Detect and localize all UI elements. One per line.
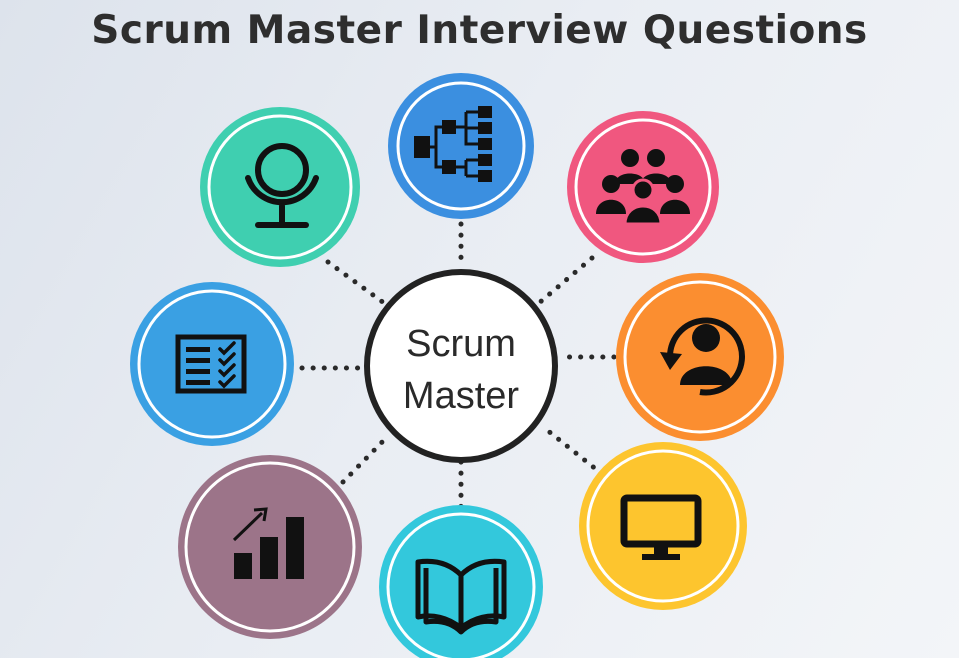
node-checklist (130, 282, 294, 446)
node-monitor (579, 442, 747, 610)
node-circle (388, 73, 534, 219)
connector-team (536, 255, 595, 306)
node-ring (184, 461, 356, 633)
node-team (567, 111, 719, 263)
node-microphone (200, 107, 360, 267)
node-ring (386, 512, 536, 658)
node-circle (200, 107, 360, 267)
center-circle (364, 269, 558, 463)
node-book (379, 505, 543, 658)
microphone-icon (245, 143, 319, 228)
node-user-refresh (616, 273, 784, 441)
connector-growth (340, 433, 391, 485)
node-ring (623, 280, 777, 434)
node-circle (616, 273, 784, 441)
node-ring (586, 449, 740, 603)
connector-microphone (325, 259, 387, 306)
user-refresh-icon (660, 317, 745, 396)
growth-bar-chart-icon (232, 507, 304, 579)
open-book-icon (415, 558, 507, 635)
checklist-icon (175, 334, 247, 394)
connector-monitor (539, 423, 605, 477)
node-ring (574, 118, 712, 256)
center-label-line1: Scrum (406, 323, 516, 365)
page-title: Scrum Master Interview Questions (91, 8, 868, 53)
hierarchy-chart-icon (414, 106, 492, 182)
monitor-icon (620, 494, 702, 560)
team-group-icon (596, 149, 690, 226)
center-label-line2: Master (403, 375, 519, 417)
node-hierarchy (388, 73, 534, 219)
node-ring (396, 81, 526, 211)
node-circle (130, 282, 294, 446)
node-ring (207, 114, 353, 260)
node-circle (579, 442, 747, 610)
node-growth (178, 455, 362, 639)
node-ring (137, 289, 287, 439)
